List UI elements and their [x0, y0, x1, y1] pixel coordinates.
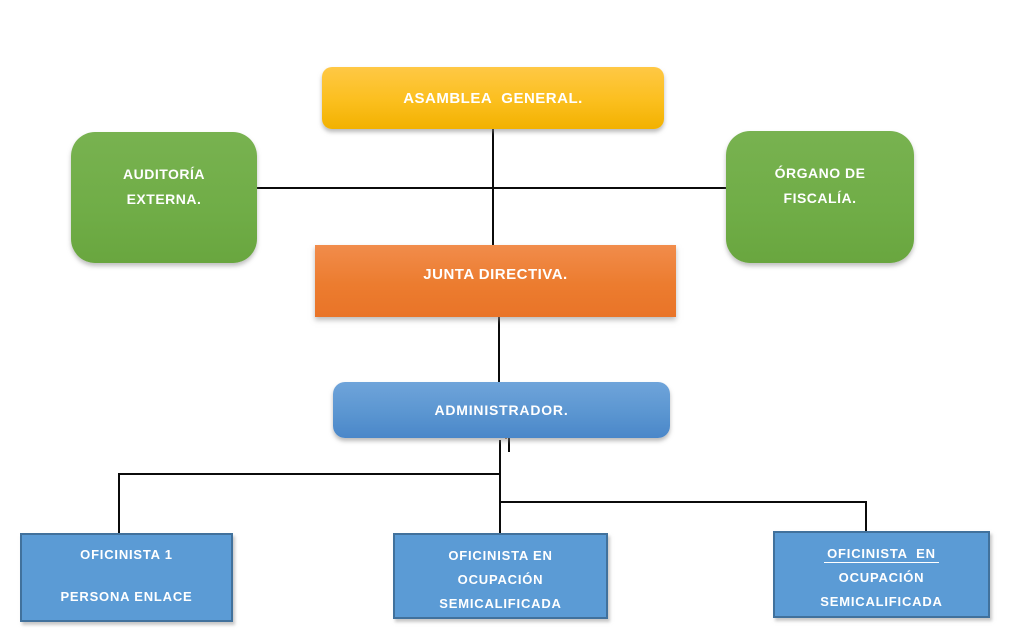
node-junta-directiva-label: JUNTA DIRECTIVA.: [423, 266, 568, 283]
node-oficinista1-line1: OFICINISTA 1: [80, 547, 173, 562]
node-organo-line1: ÓRGANO DE: [774, 165, 866, 181]
node-oficinista-semicalificada-2: OFICINISTA EN OCUPACIÓN SEMICALIFICADA: [773, 531, 990, 618]
node-auditoria-line2: EXTERNA.: [126, 191, 202, 207]
node-oficinista1-line2: [22, 565, 231, 586]
node-asamblea-general: ASAMBLEA GENERAL.: [322, 67, 664, 129]
node-oficinista-semicalificada-1: OFICINISTA EN OCUPACIÓN SEMICALIFICADA: [393, 533, 608, 619]
connector-right-branch-horizontal: [499, 501, 867, 503]
connector-left-branch-horizontal: [118, 473, 501, 475]
connector-left-branch-vertical: [118, 473, 120, 533]
node-oficinista3-line1: OFICINISTA EN: [775, 542, 988, 566]
connector-junta-administrador: [498, 316, 500, 383]
node-oficinista2-line1: OFICINISTA EN: [448, 548, 553, 563]
connector-right-branch-vertical: [865, 501, 867, 531]
node-administrador-label: ADMINISTRADOR.: [434, 402, 569, 418]
node-auditoria-externa: AUDITORÍA EXTERNA.: [71, 132, 257, 263]
node-administrador: ADMINISTRADOR.: [333, 382, 670, 438]
node-organo-de-fiscalia: ÓRGANO DE FISCALÍA.: [726, 131, 914, 263]
connector-auditoria-fiscalia: [257, 187, 726, 189]
node-oficinista3-line2: OCUPACIÓN: [838, 570, 925, 585]
node-auditoria-line1: AUDITORÍA: [122, 166, 206, 182]
node-oficinista3-line3: SEMICALIFICADA: [820, 594, 943, 609]
node-oficinista2-line2: OCUPACIÓN: [457, 572, 544, 587]
node-asamblea-general-label: ASAMBLEA GENERAL.: [403, 89, 583, 107]
connector-stub-black: [508, 438, 510, 452]
node-oficinista1-line3: PERSONA ENLACE: [60, 589, 193, 604]
node-oficinista-1-persona-enlace: OFICINISTA 1 PERSONA ENLACE: [20, 533, 233, 622]
node-junta-directiva: JUNTA DIRECTIVA.: [315, 245, 676, 317]
node-organo-line2: FISCALÍA.: [783, 190, 857, 206]
node-oficinista3-line1-underlined: OFICINISTA EN: [824, 546, 939, 564]
connector-administrador-middle: [499, 440, 501, 533]
node-oficinista2-line3: SEMICALIFICADA: [439, 596, 562, 611]
